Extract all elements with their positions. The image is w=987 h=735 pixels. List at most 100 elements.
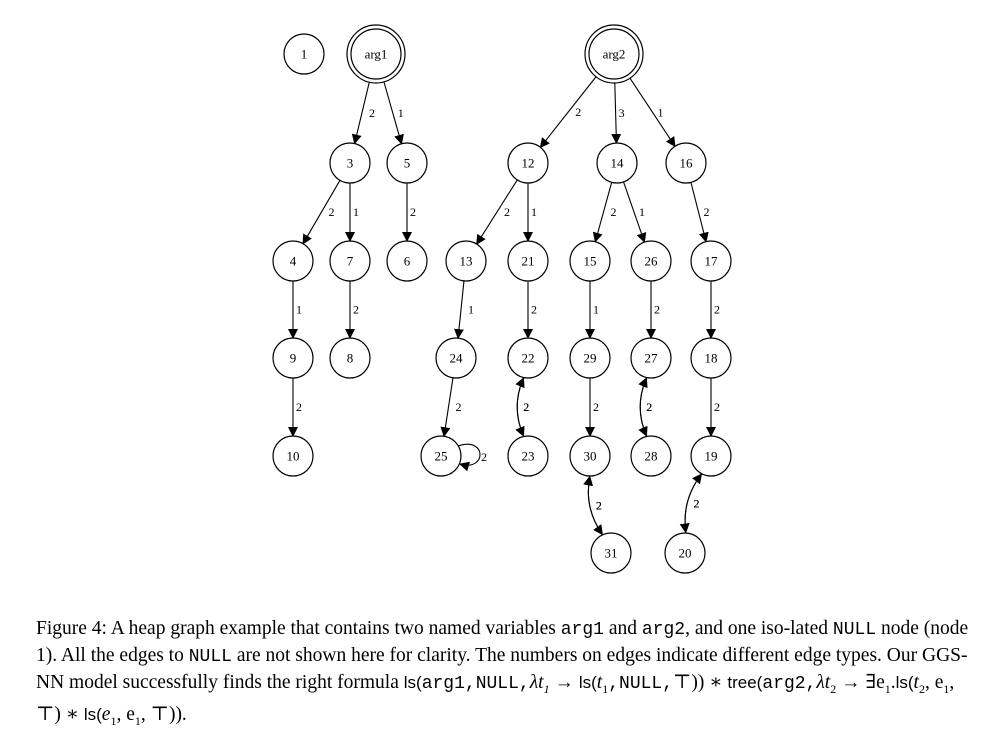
edge-14-15: 2 xyxy=(592,182,617,243)
node-inner-ring xyxy=(350,28,402,80)
node-10: 10 xyxy=(272,435,314,477)
edge-3-7: 1 xyxy=(345,183,359,242)
edge-line xyxy=(457,443,481,472)
edge-20-19: 2 xyxy=(684,473,703,533)
node-arg2: arg2 xyxy=(584,24,644,84)
node-circle xyxy=(329,240,371,282)
node-label: 1 xyxy=(301,47,308,62)
edge-label: 2 xyxy=(410,205,416,219)
node-circle xyxy=(386,240,428,282)
node-24: 24 xyxy=(435,337,477,379)
edge-label: 2 xyxy=(329,205,335,219)
edge-line xyxy=(623,181,647,244)
edge-16-17: 2 xyxy=(690,182,710,243)
edge-31-30: 2 xyxy=(583,475,603,535)
node-label: 6 xyxy=(404,254,411,269)
node-19: 19 xyxy=(690,435,732,477)
edge-arg2-14: 3 xyxy=(611,82,625,145)
node-label: 4 xyxy=(290,254,297,269)
node-circle xyxy=(507,337,549,379)
edge-line xyxy=(515,377,525,437)
edge-label: 3 xyxy=(619,106,625,120)
node-circle xyxy=(329,337,371,379)
node-label: 7 xyxy=(347,254,354,269)
node-4: 4 xyxy=(272,240,314,282)
node-label: 9 xyxy=(290,351,297,366)
edge-line xyxy=(583,475,603,535)
edge-label: 2 xyxy=(593,400,599,414)
node-circle xyxy=(272,240,314,282)
node-15: 15 xyxy=(569,240,611,282)
node-label: arg2 xyxy=(603,47,626,62)
node-circle xyxy=(329,142,371,184)
node-label: 26 xyxy=(645,254,659,269)
edge-label: 1 xyxy=(639,205,645,219)
edge-label: 2 xyxy=(575,105,581,119)
edge-14-26: 1 xyxy=(623,181,647,244)
edge-label: 2 xyxy=(456,400,462,414)
edge-line xyxy=(351,82,370,145)
node-7: 7 xyxy=(329,240,371,282)
edge-7-8: 2 xyxy=(345,281,359,339)
edge-15-29: 1 xyxy=(585,281,599,339)
edge-label: 1 xyxy=(531,205,537,219)
node-1: 1 xyxy=(283,33,325,75)
edge-label: 2 xyxy=(481,450,487,464)
node-16: 16 xyxy=(665,142,707,184)
edge-label: 2 xyxy=(353,303,359,317)
edge-label: 1 xyxy=(468,303,474,317)
edge-line xyxy=(539,76,597,149)
node-label: 23 xyxy=(522,449,535,464)
node-circle xyxy=(569,435,611,477)
node-circle xyxy=(690,240,732,282)
node-28: 28 xyxy=(630,435,672,477)
edge-label: 2 xyxy=(531,303,537,317)
edge-label: 2 xyxy=(596,498,602,512)
edge-label: 1 xyxy=(353,205,359,219)
node-circle xyxy=(569,240,611,282)
edge-label: 2 xyxy=(693,496,699,510)
node-circle xyxy=(507,435,549,477)
node-label: 8 xyxy=(347,351,354,366)
edge-line xyxy=(476,179,518,245)
edge-label: 2 xyxy=(504,205,510,219)
node-inner-ring xyxy=(588,28,640,80)
edge-line xyxy=(638,377,648,437)
node-circle xyxy=(272,435,314,477)
node-17: 17 xyxy=(690,240,732,282)
node-label: 28 xyxy=(645,449,658,464)
node-circle xyxy=(590,532,632,574)
edge-12-13: 2 xyxy=(476,179,518,245)
node-label: 15 xyxy=(584,254,597,269)
node-14: 14 xyxy=(596,142,638,184)
node-29: 29 xyxy=(569,337,611,379)
node-circle xyxy=(690,337,732,379)
edge-12-21: 1 xyxy=(523,183,537,242)
edge-17-18: 2 xyxy=(706,281,720,339)
formula: ls(arg1,NULL,λt1 → ls(t1,NULL,⊤)) ∗ tree… xyxy=(36,672,955,728)
node-30: 30 xyxy=(569,435,611,477)
node-circle xyxy=(283,33,325,75)
edge-26-27: 2 xyxy=(646,281,660,339)
node-23: 23 xyxy=(507,435,549,477)
node-label: 12 xyxy=(522,156,535,171)
edge-label: 2 xyxy=(296,400,302,414)
node-label: arg1 xyxy=(365,47,388,62)
node-label: 30 xyxy=(584,449,597,464)
node-circle xyxy=(420,435,462,477)
node-18: 18 xyxy=(690,337,732,379)
edge-24-25: 2 xyxy=(440,377,462,438)
node-label: 29 xyxy=(584,351,597,366)
node-circle xyxy=(507,240,549,282)
edge-23-22: 2 xyxy=(515,377,529,437)
node-22: 22 xyxy=(507,337,549,379)
node-5: 5 xyxy=(386,142,428,184)
node-label: 21 xyxy=(522,254,535,269)
node-circle xyxy=(445,240,487,282)
edge-label: 2 xyxy=(369,106,375,120)
node-9: 9 xyxy=(272,337,314,379)
node-circle xyxy=(596,142,638,184)
node-20: 20 xyxy=(664,532,706,574)
edge-line xyxy=(383,81,404,145)
